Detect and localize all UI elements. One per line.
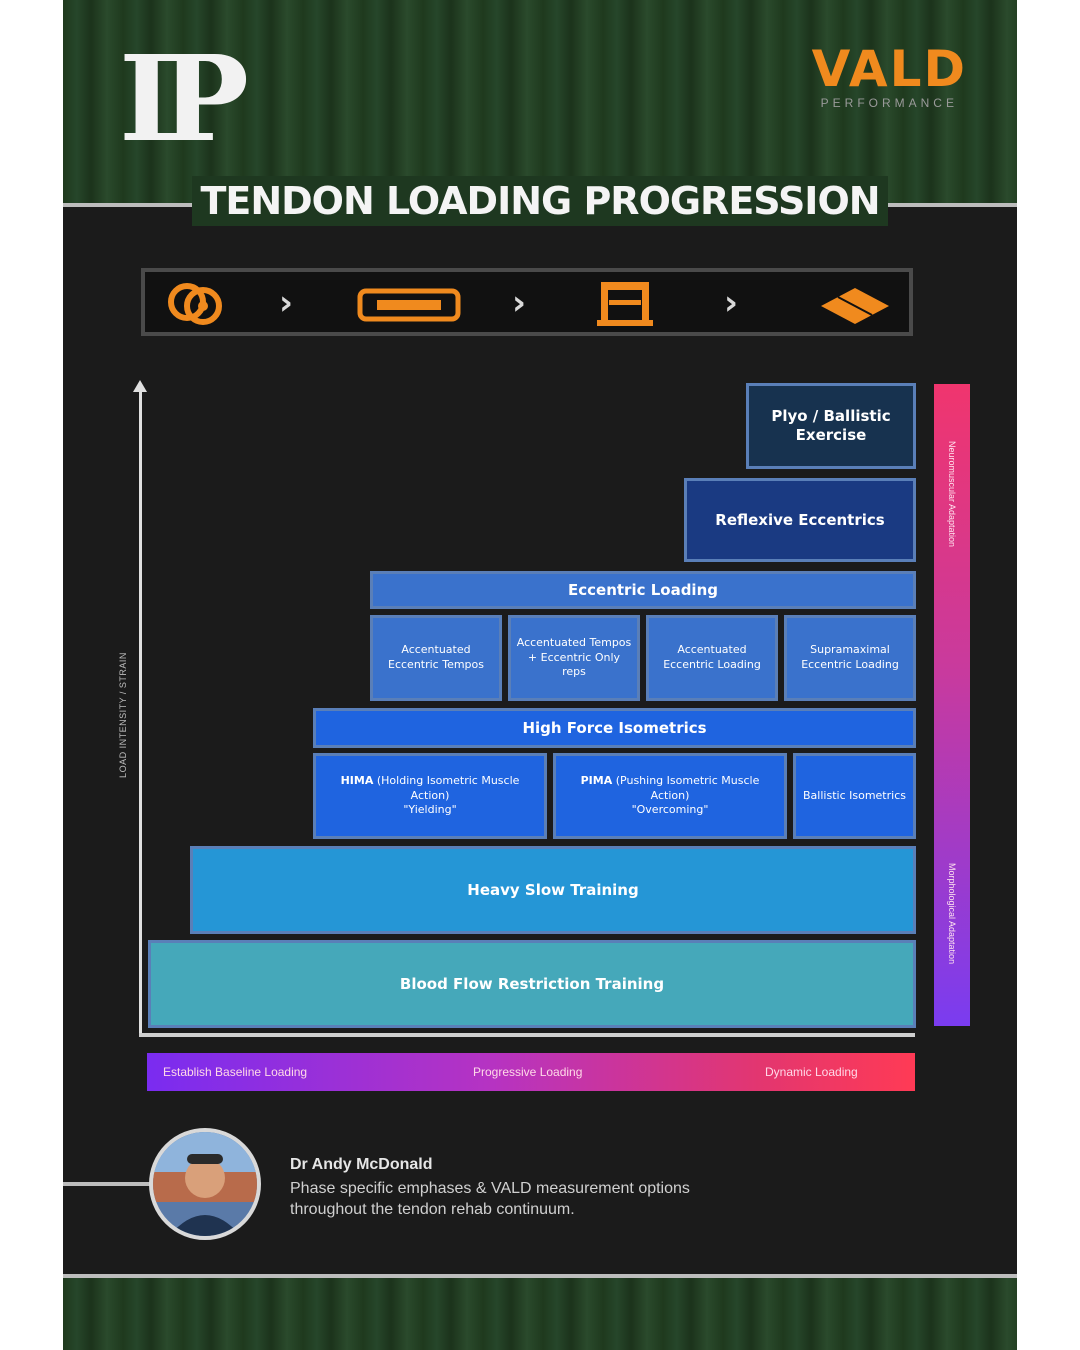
stage-blood-flow-restriction: Blood Flow Restriction Training	[148, 940, 916, 1028]
author-name: Dr Andy McDonald	[290, 1156, 433, 1173]
eccentric-item: Accentuated Eccentric Tempos	[370, 615, 502, 701]
footer-divider-line	[63, 1274, 1017, 1278]
eccentric-item: Accentuated Tempos + Eccentric Only reps	[508, 615, 640, 701]
vald-logo-sub: PERFORMANCE	[820, 96, 958, 110]
loading-phase-gradient-bar: Establish Baseline Loading Progressive L…	[147, 1053, 915, 1091]
squat-rack-icon	[597, 282, 653, 326]
x-axis-line	[139, 1033, 915, 1037]
isometric-abbr: PIMA	[580, 773, 613, 787]
stage-reflexive-eccentrics: Reflexive Eccentrics	[684, 478, 916, 562]
equipment-progression-bar: › › ›	[141, 268, 913, 336]
grass-header-background	[63, 0, 1017, 205]
force-plate-icon	[821, 288, 889, 324]
vald-logo-word: VALD	[811, 40, 967, 98]
author-block: Dr Andy McDonald Phase specific emphases…	[290, 1156, 710, 1220]
chevron-right-icon: ›	[724, 283, 739, 323]
eccentric-item: Accentuated Eccentric Loading	[646, 615, 778, 701]
strap-icon	[357, 288, 461, 322]
adaptation-gradient-bar: Neuromuscular Adaptation Morphological A…	[934, 384, 970, 1026]
isometric-text: (Holding Isometric Muscle Action)	[376, 773, 520, 802]
infographic-card: IP VALD PERFORMANCE TENDON LOADING PROGR…	[63, 0, 1017, 1350]
author-divider-line	[63, 1182, 153, 1186]
chevron-right-icon: ›	[512, 283, 527, 323]
isometric-abbr: HIMA	[340, 773, 374, 787]
grass-footer-background	[63, 1278, 1017, 1350]
isometric-tag: "Yielding"	[403, 803, 457, 817]
y-axis-label: LOAD INTENSITY / STRAIN	[118, 652, 128, 778]
phase-label: Progressive Loading	[473, 1065, 583, 1079]
ip-logo: IP	[119, 29, 249, 168]
stage-high-force-isometrics: High Force Isometrics	[313, 708, 916, 748]
stage-heavy-slow-training: Heavy Slow Training	[190, 846, 916, 934]
isometric-item-hima: HIMA (Holding Isometric Muscle Action) "…	[313, 753, 547, 839]
weight-plates-icon	[168, 283, 222, 325]
vald-logo: VALD PERFORMANCE	[812, 44, 967, 110]
side-label-neuromuscular: Neuromuscular Adaptation	[947, 440, 957, 548]
author-portrait-icon	[153, 1132, 257, 1236]
y-axis-line	[139, 386, 142, 1036]
side-label-morphological: Morphological Adaptation	[947, 863, 957, 965]
chevron-right-icon: ›	[279, 283, 294, 323]
page-title: TENDON LOADING PROGRESSION	[192, 176, 888, 226]
phase-label: Dynamic Loading	[765, 1065, 858, 1079]
page-title-wrap: TENDON LOADING PROGRESSION	[63, 176, 1017, 226]
author-description: Phase specific emphases & VALD measureme…	[290, 1180, 690, 1218]
stage-plyo-ballistic: Plyo / Ballistic Exercise	[746, 383, 916, 469]
isometric-text: (Pushing Isometric Muscle Action)	[615, 773, 760, 802]
eccentric-item: Supramaximal Eccentric Loading	[784, 615, 916, 701]
isometric-item-pima: PIMA (Pushing Isometric Muscle Action) "…	[553, 753, 787, 839]
isometric-item-ballistic: Ballistic Isometrics	[793, 753, 916, 839]
stage-eccentric-loading: Eccentric Loading	[370, 571, 916, 609]
phase-label: Establish Baseline Loading	[163, 1065, 308, 1079]
isometric-tag: "Overcoming"	[631, 803, 709, 817]
avatar	[149, 1128, 261, 1240]
